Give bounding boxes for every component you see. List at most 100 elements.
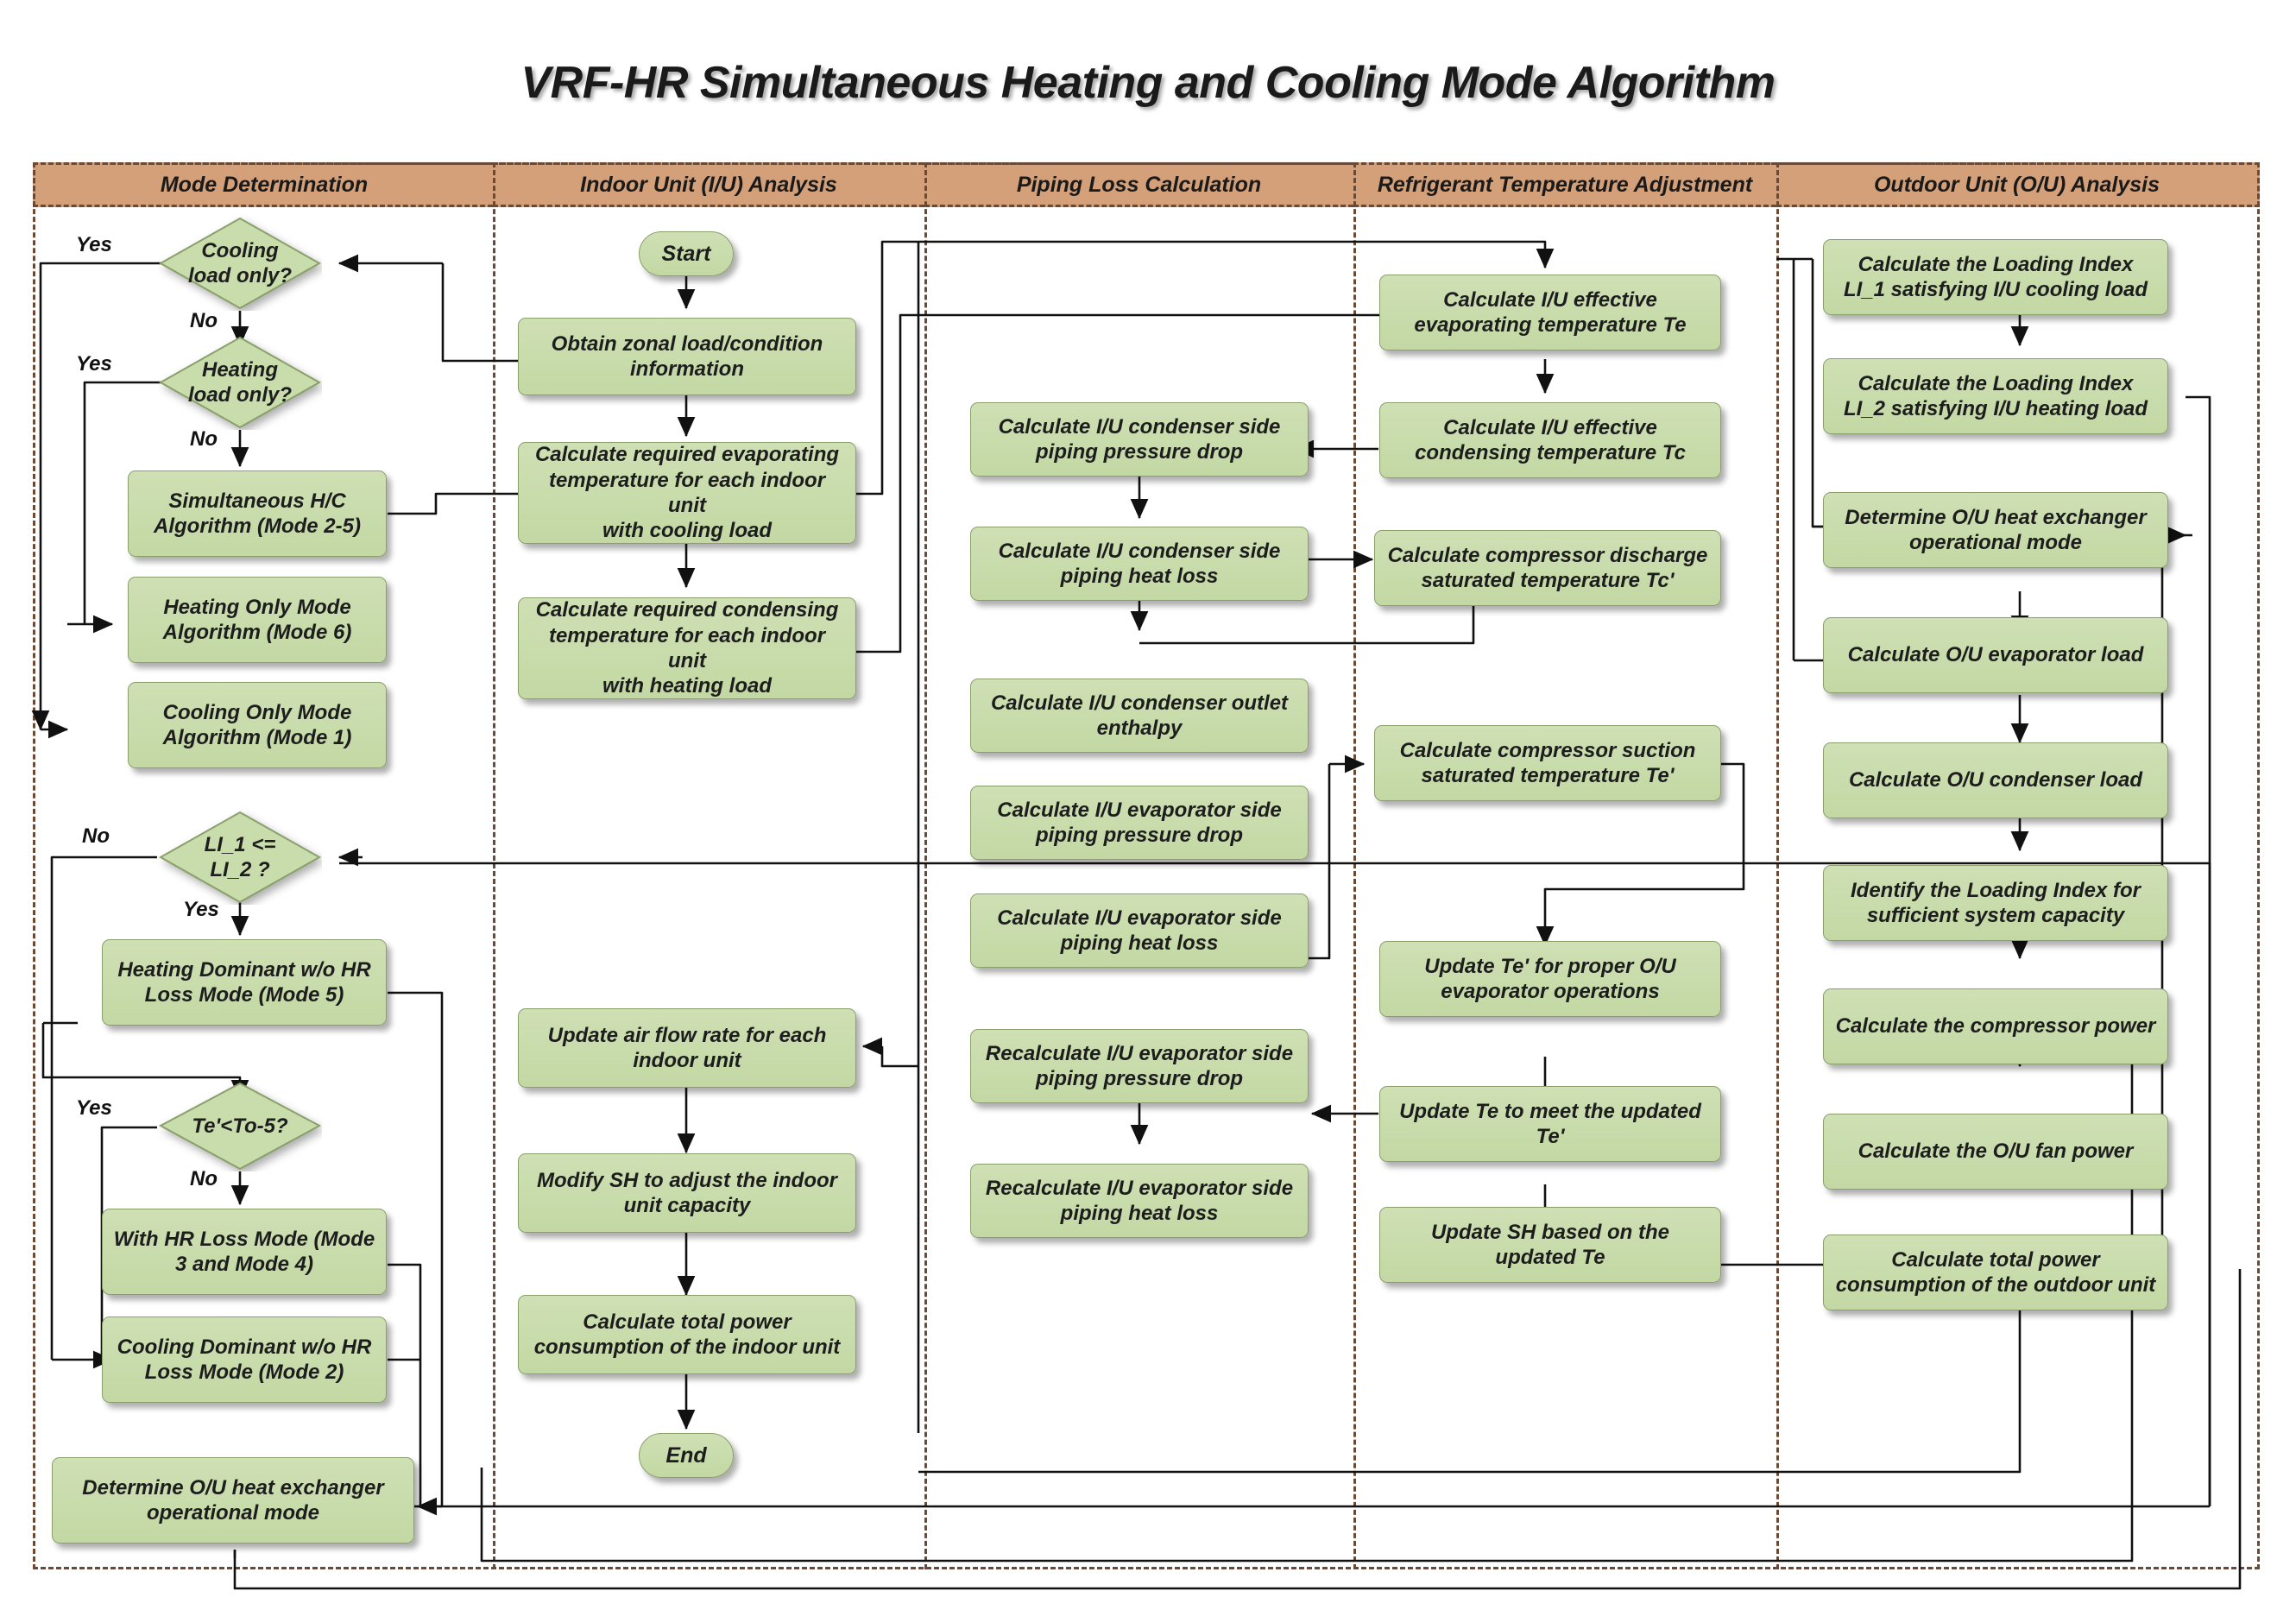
node-label: Calculate required condensing temperatur… [535,598,839,698]
node-label: Update Te to meet the updated Te' [1399,1099,1701,1148]
node-calc-total-power-outdoor[interactable]: Calculate total power consumption of the… [1823,1234,2168,1310]
node-determine-ou-heat-exchanger-mode-left[interactable]: Determine O/U heat exchanger operational… [52,1457,414,1544]
node-update-air-flow-rate[interactable]: Update air flow rate for each indoor uni… [518,1008,856,1088]
diamond-shape [158,336,322,429]
node-label: Calculate the compressor power [1835,1014,2156,1039]
node-calc-loading-index-li1[interactable]: Calculate the Loading Index LI_1 satisfy… [1823,239,2168,315]
node-label: Recalculate I/U evaporator side piping p… [985,1041,1294,1090]
node-label: Calculate the Loading Index LI_1 satisfy… [1843,252,2148,301]
node-label: With HR Loss Mode (Mode 3 and Mode 4) [113,1227,375,1276]
node-label: Determine O/U heat exchanger operational… [1845,505,2147,554]
node-recalc-evaporator-piping-pressure-drop[interactable]: Recalculate I/U evaporator side piping p… [970,1029,1309,1103]
node-label: Calculate I/U effective condensing tempe… [1415,415,1686,464]
decision-heating-load-only[interactable]: Heating load only? [158,335,322,430]
node-label: Calculate I/U evaporator side piping hea… [997,906,1282,955]
node-iu-evaporator-piping-pressure-drop[interactable]: Calculate I/U evaporator side piping pre… [970,786,1309,860]
lane-divider-4 [1776,162,1779,1569]
node-label: Recalculate I/U evaporator side piping h… [985,1176,1294,1225]
lane-label: Piping Loss Calculation [1016,172,1262,197]
node-calc-effective-evaporating-temp-te[interactable]: Calculate I/U effective evaporating temp… [1379,275,1721,350]
diamond-shape [158,811,322,904]
node-cooling-dominant-wo-hr-loss[interactable]: Cooling Dominant w/o HR Loss Mode (Mode … [102,1316,387,1403]
node-recalc-evaporator-piping-heat-loss[interactable]: Recalculate I/U evaporator side piping h… [970,1164,1309,1238]
node-iu-evaporator-piping-heat-loss[interactable]: Calculate I/U evaporator side piping hea… [970,893,1309,968]
node-calc-required-evaporating-temp[interactable]: Calculate required evaporating temperatu… [518,442,856,544]
node-label: Calculate the O/U fan power [1858,1140,2134,1164]
node-label: Calculate O/U evaporator load [1847,643,2144,667]
edge-label-heating-yes: Yes [76,352,112,376]
node-calc-ou-fan-power[interactable]: Calculate the O/U fan power [1823,1114,2168,1190]
node-label: LI_1 <= LI_2 ? [204,832,276,881]
node-calc-loading-index-li2[interactable]: Calculate the Loading Index LI_2 satisfy… [1823,358,2168,434]
node-label: Identify the Loading Index for sufficien… [1851,878,2141,927]
node-modify-sh[interactable]: Modify SH to adjust the indoor unit capa… [518,1153,856,1233]
lane-label: Indoor Unit (I/U) Analysis [580,172,837,197]
node-label: Determine O/U heat exchanger operational… [82,1475,384,1525]
node-simultaneous-hc-algorithm[interactable]: Simultaneous H/C Algorithm (Mode 2-5) [128,470,387,557]
node-update-te-to-meet-te-prime[interactable]: Update Te to meet the updated Te' [1379,1086,1721,1162]
node-label: Calculate O/U condenser load [1848,768,2143,792]
node-label: Obtain zonal load/condition information [551,331,823,381]
edge-label-heating-no: No [190,427,218,451]
node-label: Calculate total power consumption of the… [1835,1247,2156,1297]
decision-te-lt-to-5[interactable]: Te'<To-5? [158,1081,322,1171]
node-calc-ou-condenser-load[interactable]: Calculate O/U condenser load [1823,742,2168,818]
node-label: Calculate I/U condenser side piping pres… [998,414,1281,464]
node-label: Update air flow rate for each indoor uni… [547,1023,827,1072]
edge-label-li-no: No [82,824,110,848]
lane-divider-1 [493,162,495,1569]
lane-header-piping-loss-calculation: Piping Loss Calculation [924,162,1353,207]
node-calc-required-condensing-temp[interactable]: Calculate required condensing temperatur… [518,597,856,699]
node-with-hr-loss-mode[interactable]: With HR Loss Mode (Mode 3 and Mode 4) [102,1209,387,1295]
node-update-sh-based-on-te[interactable]: Update SH based on the updated Te [1379,1207,1721,1283]
node-label: Update Te' for proper O/U evaporator ope… [1424,954,1676,1003]
node-update-te-prime-for-ou-evaporator[interactable]: Update Te' for proper O/U evaporator ope… [1379,941,1721,1017]
node-label: Calculate total power consumption of the… [533,1310,841,1359]
node-identify-loading-index-capacity[interactable]: Identify the Loading Index for sufficien… [1823,865,2168,941]
node-label: Cooling load only? [188,238,292,287]
node-end[interactable]: End [639,1433,734,1478]
lane-divider-2 [924,162,927,1569]
node-heating-dominant-wo-hr-loss[interactable]: Heating Dominant w/o HR Loss Mode (Mode … [102,939,387,1026]
edge-label-te-yes: Yes [76,1096,112,1120]
node-label: Heating Dominant w/o HR Loss Mode (Mode … [117,957,371,1007]
decision-li1-le-li2[interactable]: LI_1 <= LI_2 ? [158,810,322,905]
node-label: Update SH based on the updated Te [1430,1220,1670,1269]
node-obtain-zonal-load[interactable]: Obtain zonal load/condition information [518,318,856,395]
node-label: Calculate compressor suction saturated t… [1399,738,1696,787]
node-calc-compressor-power[interactable]: Calculate the compressor power [1823,988,2168,1064]
node-label: Calculate compressor discharge saturated… [1387,543,1708,592]
node-label: Calculate I/U condenser side piping heat… [998,539,1281,588]
node-label: Heating Only Mode Algorithm (Mode 6) [162,595,352,644]
node-determine-ou-heat-exchanger-mode-right[interactable]: Determine O/U heat exchanger operational… [1823,492,2168,568]
node-label: Modify SH to adjust the indoor unit capa… [537,1168,837,1217]
node-iu-condenser-piping-heat-loss[interactable]: Calculate I/U condenser side piping heat… [970,527,1309,601]
node-heating-only-mode[interactable]: Heating Only Mode Algorithm (Mode 6) [128,577,387,663]
node-iu-condenser-outlet-enthalpy[interactable]: Calculate I/U condenser outlet enthalpy [970,679,1309,753]
diamond-shape [158,217,322,310]
page-title: VRF-HR Simultaneous Heating and Cooling … [520,58,1776,108]
edge-label-cooling-yes: Yes [76,233,112,256]
node-calc-ou-evaporator-load[interactable]: Calculate O/U evaporator load [1823,617,2168,693]
node-label: Heating load only? [188,357,292,407]
node-label: Calculate required evaporating temperatu… [534,443,840,543]
node-calc-compressor-suction-temp-te-prime[interactable]: Calculate compressor suction saturated t… [1374,725,1721,801]
lane-label: Refrigerant Temperature Adjustment [1377,172,1753,197]
node-label: End [665,1443,707,1468]
node-label: Start [661,241,711,266]
node-iu-condenser-piping-pressure-drop[interactable]: Calculate I/U condenser side piping pres… [970,402,1309,477]
edge-label-te-no: No [190,1167,218,1190]
node-cooling-only-mode[interactable]: Cooling Only Mode Algorithm (Mode 1) [128,682,387,768]
node-calc-total-power-indoor[interactable]: Calculate total power consumption of the… [518,1295,856,1374]
node-label: Cooling Only Mode Algorithm (Mode 1) [162,700,352,749]
lane-header-refrigerant-temperature-adjustment: Refrigerant Temperature Adjustment [1353,162,1776,207]
lane-label: Outdoor Unit (O/U) Analysis [1873,172,2160,197]
node-calc-compressor-discharge-temp-tc-prime[interactable]: Calculate compressor discharge saturated… [1374,530,1721,606]
node-calc-effective-condensing-temp-tc[interactable]: Calculate I/U effective condensing tempe… [1379,402,1721,478]
node-label: Cooling Dominant w/o HR Loss Mode (Mode … [117,1335,372,1384]
decision-cooling-load-only[interactable]: Cooling load only? [158,216,322,311]
diamond-shape [158,1082,322,1171]
node-label: Te'<To-5? [192,1114,288,1138]
node-start[interactable]: Start [639,231,734,276]
